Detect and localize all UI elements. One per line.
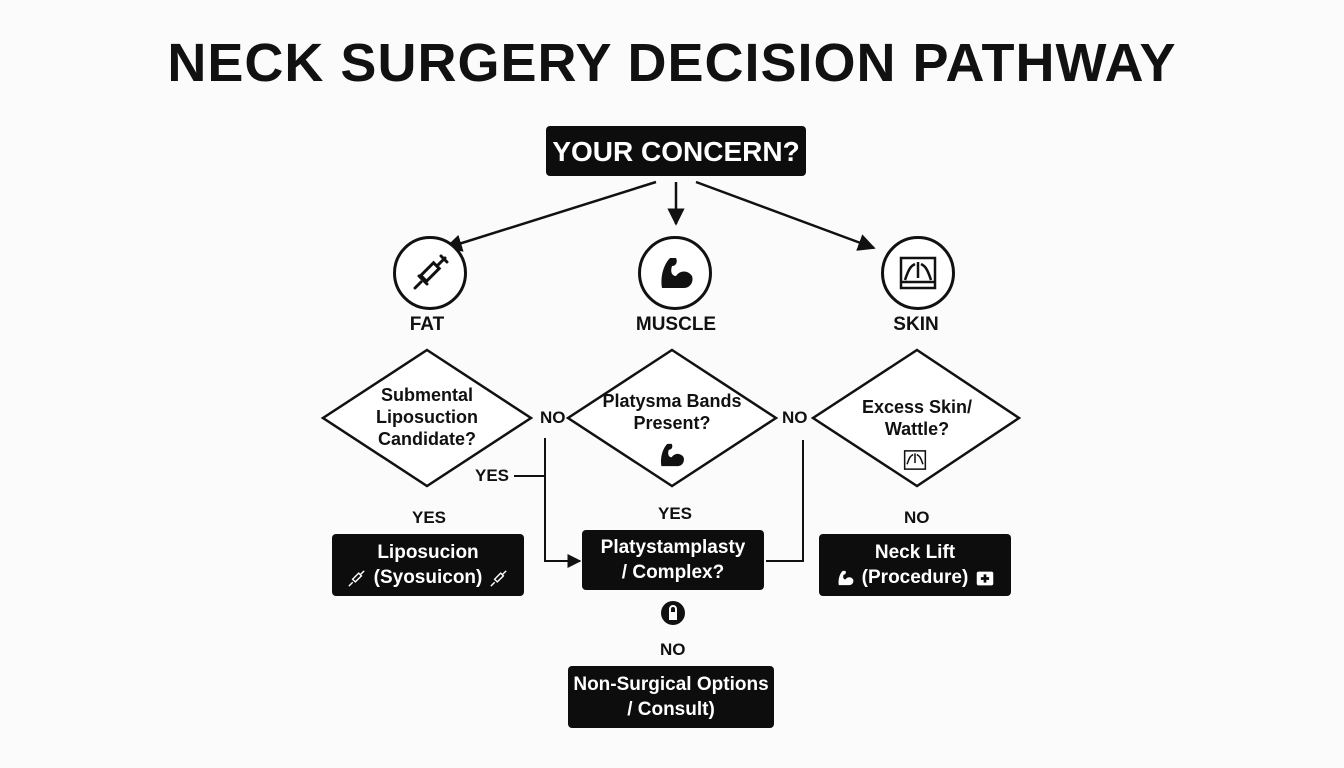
flexed-arm-icon: [838, 570, 854, 585]
category-label-muscle: MUSCLE: [635, 314, 717, 335]
fat-decision-line-3: Candidate?: [377, 429, 476, 449]
nonsurgical-line-1: Non-Surgical Options: [573, 674, 769, 695]
connector-muscle-no: [766, 440, 804, 562]
muscle-decision-text: Platysma Bands Present?: [592, 390, 752, 434]
edge-label-muscle-no: NO: [782, 408, 808, 427]
platysmaplasty-outcome-box: Platystamplasty / Complex?: [582, 530, 764, 590]
syringe-icon: [413, 254, 449, 290]
muscle-decision-line-2: Present?: [633, 413, 711, 433]
skin-decision-text: Excess Skin/ Wattle?: [837, 396, 997, 440]
flexed-arm-icon: [661, 258, 693, 288]
edge-label-muscle-yes: YES: [658, 504, 693, 523]
liposuction-outcome-box: Liposucion (Syosuicon): [332, 534, 524, 596]
category-label-fat: FAT: [409, 314, 445, 335]
arrow-to-fat: [444, 180, 657, 252]
start-node: YOUR CONCERN?: [546, 126, 806, 176]
edge-label-fat-yes: YES: [412, 508, 447, 527]
fat-decision-line-2: Liposuction: [376, 407, 478, 427]
nonsurgical-outcome-box: Non-Surgical Options / Consult): [568, 666, 774, 728]
edge-label-platysmaplasty-no: NO: [660, 640, 686, 659]
platysmaplasty-line-2: / Complex?: [621, 562, 725, 583]
edge-label-fat-no: NO: [540, 408, 566, 427]
liposuction-line-2: (Syosuicon): [373, 567, 483, 588]
skin-category-circle: [881, 236, 955, 310]
skin-layers-icon: [899, 256, 937, 290]
skin-decision-line-2: Wattle?: [884, 419, 950, 439]
necklift-line-2: (Procedure): [861, 567, 969, 588]
edge-label-fat-yes-side: YES: [475, 466, 510, 485]
arrow-to-skin: [695, 180, 876, 251]
lock-icon: [661, 601, 685, 625]
fat-decision-text: Submental Liposuction Candidate?: [347, 384, 507, 450]
medical-kit-icon: [977, 571, 994, 585]
platysmaplasty-line-1: Platystamplasty: [600, 537, 746, 558]
page-title: NECK SURGERY DECISION PATHWAY: [167, 33, 1177, 93]
edge-label-skin-no: NO: [904, 508, 930, 527]
connector-fat-to-platysmaplasty: [514, 438, 546, 477]
syringe-icon: [347, 569, 365, 587]
flexed-arm-icon: [661, 443, 684, 467]
skin-decision-line-1: Excess Skin/: [861, 397, 973, 417]
category-label-skin: SKIN: [893, 314, 939, 335]
skin-decision-diamond: [810, 348, 1022, 488]
fat-decision-line-1: Submental: [380, 385, 473, 405]
connector-fat-no-to-platysmaplasty: [544, 438, 582, 568]
muscle-category-circle: [638, 236, 712, 310]
muscle-decision-line-1: Platysma Bands: [602, 391, 742, 411]
necklift-line-1: Neck Lift: [874, 542, 956, 563]
fat-decision-diamond: [320, 348, 534, 488]
necklift-outcome-box: Neck Lift (Procedure): [819, 534, 1011, 596]
skin-layers-icon: [903, 450, 927, 470]
liposuction-line-1: Liposucion: [377, 542, 479, 563]
syringe-icon: [490, 569, 508, 587]
nonsurgical-line-2: / Consult): [627, 699, 715, 720]
fat-category-circle: [393, 236, 467, 310]
muscle-decision-diamond: [565, 348, 779, 488]
